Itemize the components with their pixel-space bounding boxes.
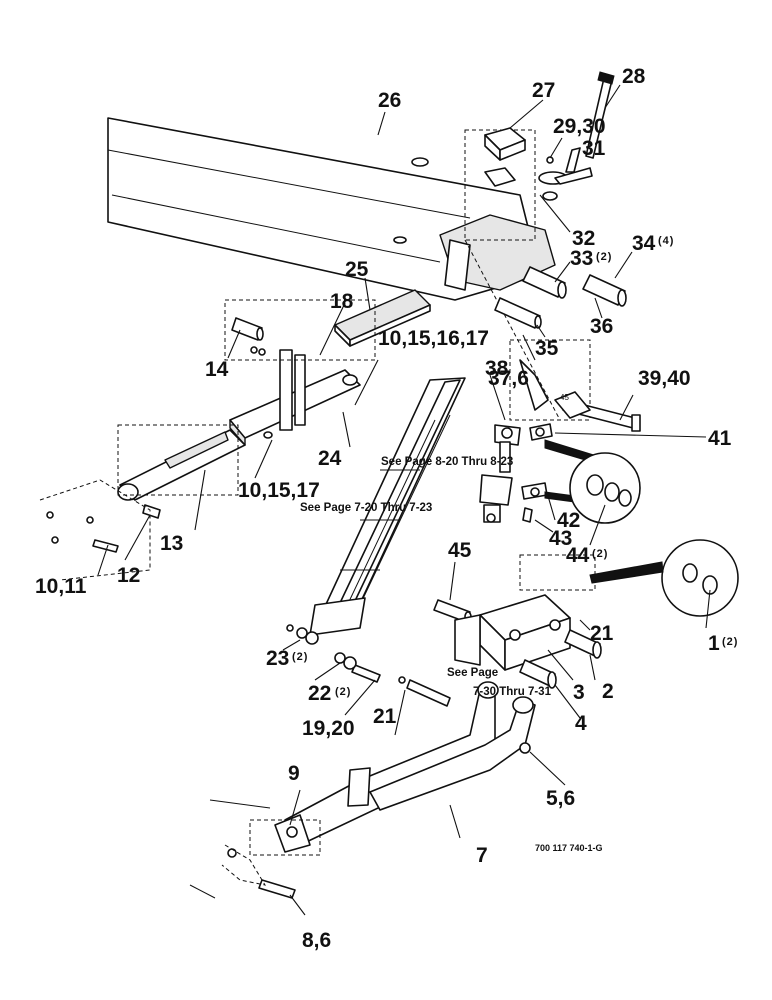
cap-part-27 xyxy=(484,127,526,187)
center-frame xyxy=(309,377,466,636)
bolt-39 xyxy=(554,391,641,432)
callout-12: 12 xyxy=(117,564,140,587)
washers-29-32 xyxy=(538,147,593,201)
angle-45-label: 45 xyxy=(560,393,569,402)
arm-13 xyxy=(117,424,273,519)
arm-18 xyxy=(224,299,376,446)
see-page-7-20: See Page 7-20 Thru 7-23 xyxy=(300,502,432,514)
callout-27: 27 xyxy=(532,79,555,102)
leader-lines xyxy=(97,84,711,916)
cylinder-38 xyxy=(479,339,591,523)
callout-43: 43 xyxy=(549,527,572,550)
see-page-7-30-line2: 7-30 Thru 7-31 xyxy=(473,686,552,698)
frame-corner xyxy=(39,479,151,581)
bolt-28 xyxy=(585,71,615,159)
callout-8-6: 8,6 xyxy=(302,929,331,952)
callout-22: 22 xyxy=(308,682,331,705)
spacer-2 xyxy=(564,629,602,659)
callout-33: 33 xyxy=(570,247,593,270)
lift-arm-7 xyxy=(189,681,536,899)
callout-5-6: 5,6 xyxy=(546,787,575,810)
callout-29-30: 29,30 xyxy=(553,115,606,138)
callout-21-right: 21 xyxy=(590,622,614,645)
callout-37-6: 37,6 xyxy=(488,367,529,390)
callout-2: 2 xyxy=(602,680,614,703)
callout-3: 3 xyxy=(573,681,585,704)
callout-23: 23 xyxy=(266,647,289,670)
callout-35: 35 xyxy=(535,337,559,360)
callout-1-qty: (2) xyxy=(722,636,738,648)
fitting-43 xyxy=(522,507,533,523)
callout-36: 36 xyxy=(590,315,613,338)
callout-28: 28 xyxy=(622,65,646,88)
callout-34: 34 xyxy=(632,232,656,255)
bolt-8 xyxy=(221,844,296,899)
main-frame-tube xyxy=(107,117,541,301)
callout-22-qty: (2) xyxy=(335,686,351,698)
callout-45: 45 xyxy=(448,539,472,562)
callout-14: 14 xyxy=(205,358,229,381)
callout-42: 42 xyxy=(557,509,580,532)
callout-24: 24 xyxy=(318,447,342,470)
callout-4: 4 xyxy=(575,712,587,735)
callout-10-15-16-17: 10,15,16,17 xyxy=(378,327,489,350)
pin-34 xyxy=(582,274,627,307)
seal-kit-44-detail xyxy=(569,452,641,524)
figure-part-number: 700 117 740-1-G xyxy=(535,843,603,853)
plate-25 xyxy=(334,289,431,347)
callout-25: 25 xyxy=(345,258,369,281)
pin-19 xyxy=(351,664,381,683)
callout-23-qty: (2) xyxy=(292,651,308,663)
callout-10-15-17: 10,15,17 xyxy=(238,479,320,502)
callout-1: 1 xyxy=(708,632,720,655)
bracket-assembly-3 xyxy=(454,554,596,671)
see-page-8-20: See Page 8-20 Thru 8-23 xyxy=(381,456,513,468)
mount-bracket xyxy=(439,129,561,421)
callout-32: 32 xyxy=(572,227,595,250)
callout-labels: 26 27 28 29,30 31 32 33 (2) 34 (4) 36 35… xyxy=(35,65,738,952)
callout-44-qty: (2) xyxy=(592,548,608,560)
callout-38: 38 xyxy=(485,357,509,380)
washers-22-23 xyxy=(286,624,357,670)
callout-39-40: 39,40 xyxy=(638,367,691,390)
pin-14 xyxy=(231,317,266,356)
callout-19-20: 19,20 xyxy=(302,717,355,740)
callout-21-left: 21 xyxy=(373,705,397,728)
bushing-detail-1 xyxy=(589,539,739,617)
callout-41: 41 xyxy=(708,427,732,450)
pin-35 xyxy=(494,297,542,329)
callout-10-11: 10,11 xyxy=(35,575,87,598)
callout-9: 9 xyxy=(288,762,300,785)
callout-31: 31 xyxy=(582,137,606,160)
callout-34-qty: (4) xyxy=(658,235,674,247)
callout-33-qty: (2) xyxy=(596,251,612,263)
pin-21 xyxy=(398,676,451,707)
pin-33 xyxy=(522,266,567,299)
spacer-4 xyxy=(519,659,557,689)
callout-7: 7 xyxy=(476,844,488,867)
callout-26: 26 xyxy=(378,89,401,112)
see-page-7-30-line1: See Page xyxy=(447,667,498,679)
callout-13: 13 xyxy=(160,532,183,555)
callout-18: 18 xyxy=(330,290,354,313)
callout-44: 44 xyxy=(566,544,590,567)
cross-references: See Page 8-20 Thru 8-23 See Page 7-20 Th… xyxy=(300,456,552,698)
